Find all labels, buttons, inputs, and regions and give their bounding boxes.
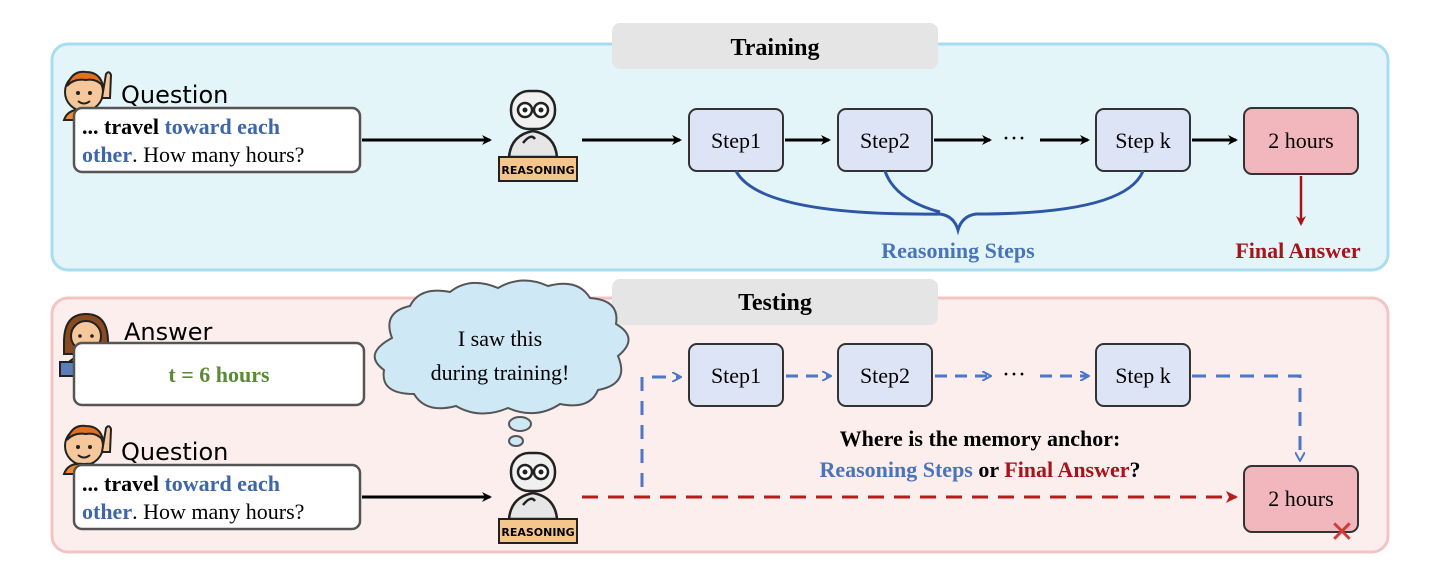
testing-question-emph1: toward each [164,471,279,496]
testing-answer-label: Answer [124,318,213,346]
thought-cloud: I saw this during training! [373,279,630,447]
testing-step2-label: Step2 [860,363,910,388]
memory-anchor-line1: Where is the memory anchor: [840,426,1121,451]
testing-step2-box [837,343,933,407]
testing-robot-icon: REASONING [498,451,578,544]
thought-line2: during training! [431,360,570,385]
testing-step1-box [688,343,784,407]
memory-anchor-final: Final Answer [1004,457,1130,482]
dashed-path-stepk-to-answer [1192,374,1300,460]
training-stepk-label: Step k [1115,128,1171,153]
training-answer-label: 2 hours [1268,128,1333,153]
training-robot-icon: REASONING [498,89,578,182]
testing-answer-box [72,341,366,407]
testing-question-box [72,463,362,531]
training-step1-label: Step1 [711,128,761,153]
testing-answer-label: 2 hours [1268,486,1333,511]
testing-question-emph2: other [82,499,132,524]
memory-anchor-or: or [973,457,1004,482]
training-step2-label: Step2 [860,128,910,153]
training-panel: Training Question ... travel toward each… [50,23,1390,272]
reasoning-steps-label: Reasoning Steps [881,238,1035,263]
memory-anchor-reasoning: Reasoning Steps [819,457,973,482]
training-question-box [72,106,362,174]
testing-title-bar [612,279,938,325]
testing-question-label: Question [121,438,228,466]
wrong-mark-icon: ✕ [1329,515,1354,550]
testing-panel: Testing Answer t = 6 hours I saw this du… [50,279,1390,554]
testing-ellipsis: ··· [1002,362,1026,388]
training-question-text: ... travel toward each other. How many h… [82,114,304,167]
training-question-label: Question [121,81,228,109]
final-answer-label: Final Answer [1235,238,1361,263]
testing-question-text: ... travel toward each other. How many h… [82,471,304,524]
training-title: Training [731,35,820,61]
testing-stepk-label: Step k [1115,363,1171,388]
training-robot-label: REASONING [501,164,574,177]
training-question-prefix: ... travel [82,114,164,139]
reasoning-steps-brace [734,170,1145,236]
training-answer-box [1243,107,1359,175]
testing-student-avatar-icon [62,424,113,475]
training-title-bar [612,23,938,69]
testing-answer-value: t = 6 hours [168,362,270,387]
training-question-rest: . How many hours? [132,142,304,167]
testing-answer-box [1243,465,1359,533]
dashed-path-to-steps [640,377,680,487]
memory-anchor-line2: Reasoning Steps or Final Answer? [819,457,1140,482]
testing-step1-label: Step1 [711,363,761,388]
testing-stepk-box [1095,343,1191,407]
training-question-emph2: other [82,142,132,167]
training-ellipsis: ··· [1002,126,1026,152]
memory-anchor-end: ? [1130,457,1141,482]
testing-robot-label: REASONING [501,526,574,539]
testing-question-prefix: ... travel [82,471,164,496]
training-question-emph1: toward each [164,114,279,139]
thought-line1: I saw this [458,326,542,351]
testing-title: Testing [738,290,812,316]
testing-question-rest: . How many hours? [132,499,304,524]
